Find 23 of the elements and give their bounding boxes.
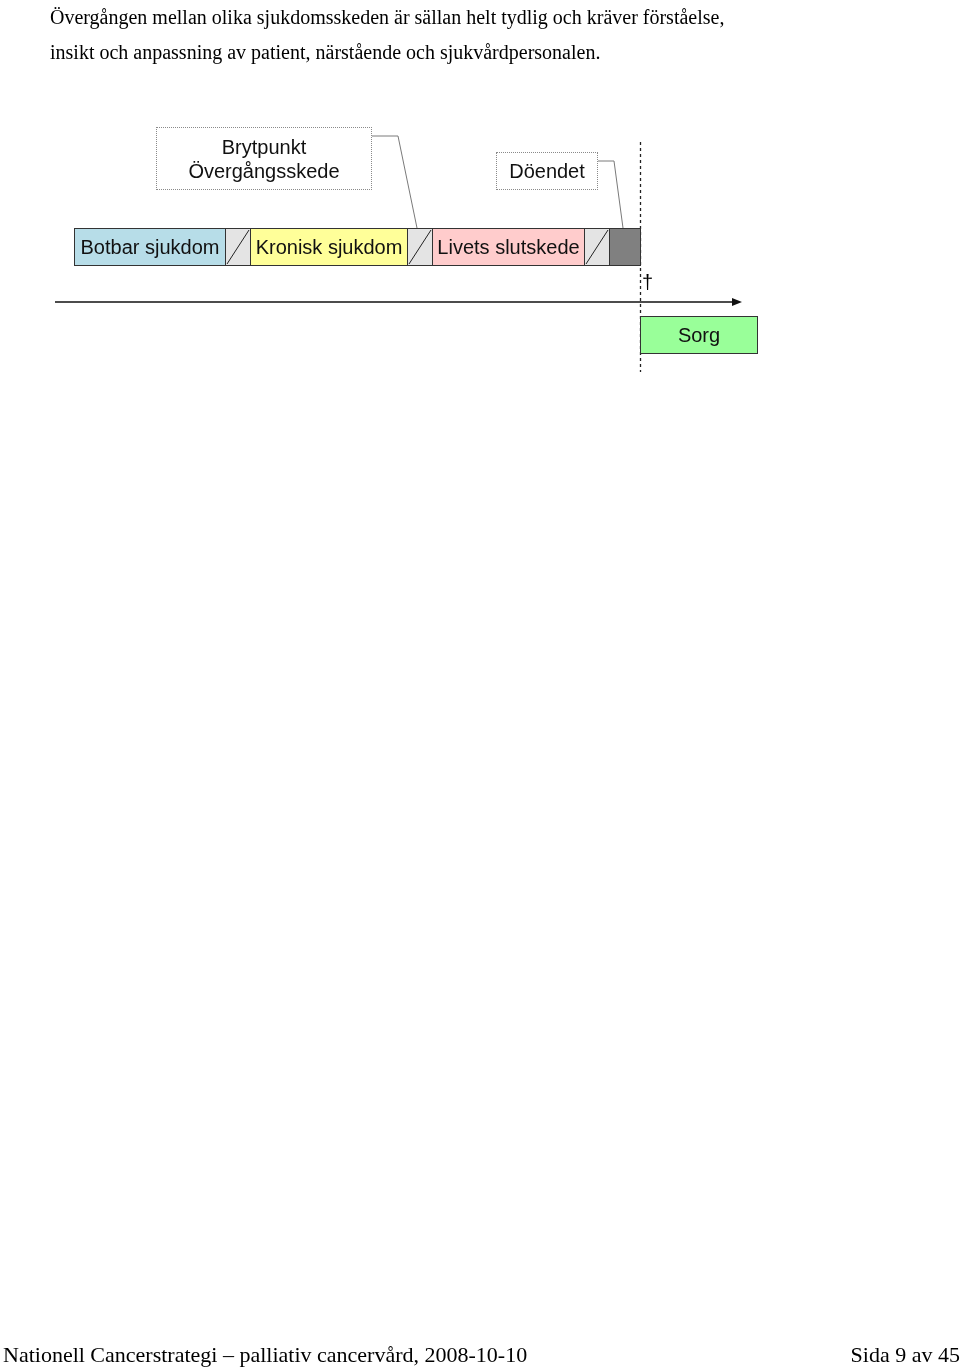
end-phase-box [609, 228, 641, 266]
phase-label: Kronisk sjukdom [255, 235, 403, 259]
dagger-symbol: † [642, 270, 654, 294]
callout-text: Döendet [509, 159, 585, 183]
transition-box [225, 228, 251, 266]
leader-line [371, 135, 418, 229]
phase-box [74, 228, 226, 266]
phase-box [250, 228, 408, 266]
phase-label: Livets slutskede [437, 235, 580, 259]
intro-paragraph: Övergången mellan olika sjukdomsskeden är sällan helt tydlig och kräver förståelse, insikt och anpassning av patient, närstående och sjukvårdpersonalen. [50, 5, 726, 66]
callout-box [496, 152, 598, 190]
leader-line [597, 160, 624, 229]
callout-text: Övergångsskede [188, 158, 340, 183]
phase-box [640, 316, 758, 354]
phase-box [432, 228, 585, 266]
transition-box [584, 228, 610, 266]
callout-text: Brytpunkt [221, 134, 307, 159]
phase-label: Sorg [677, 323, 721, 347]
page-number: Sida 9 av 45 [850, 1343, 960, 1367]
transition-box [407, 228, 433, 266]
callout-box [156, 127, 372, 190]
phase-label: Botbar sjukdom [80, 235, 220, 259]
footer-text: Nationell Cancerstrategi – palliativ cancervård, 2008-10-10 [3, 1343, 528, 1367]
